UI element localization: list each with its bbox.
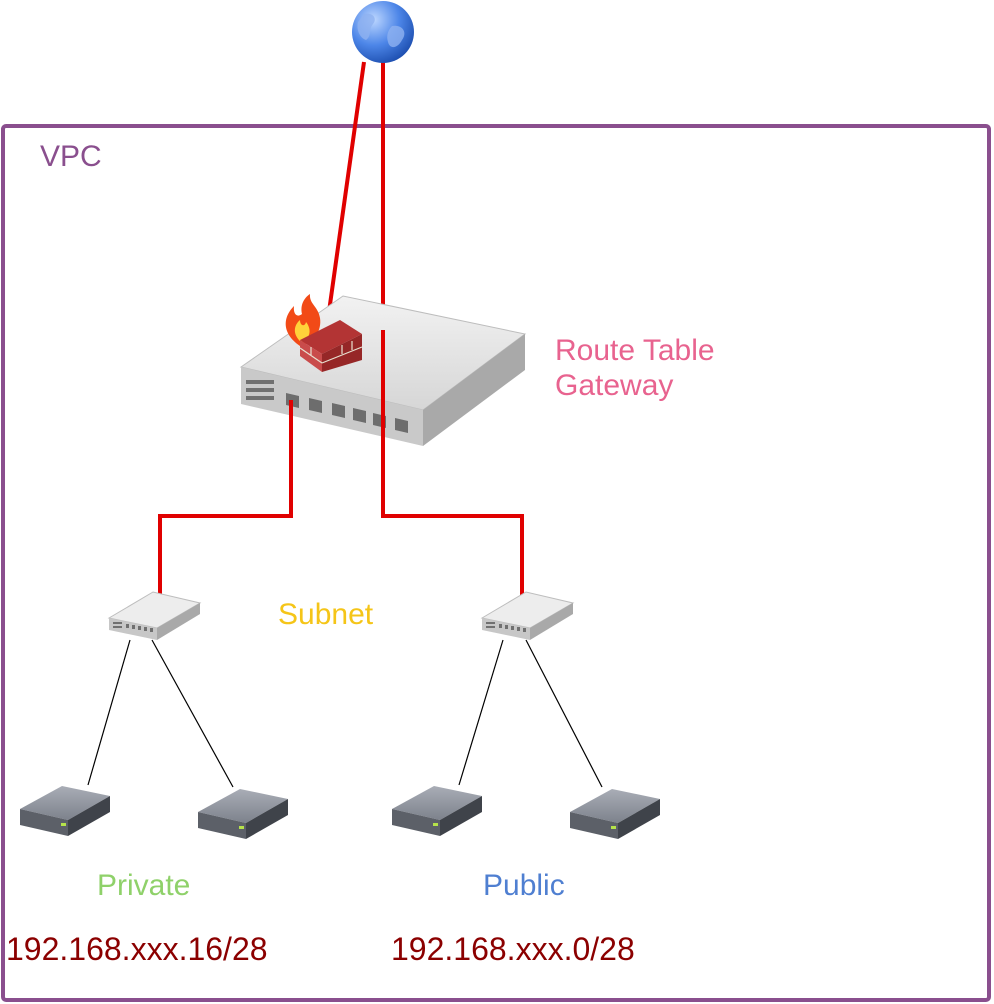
server-icon[interactable] [392,786,482,836]
private-switch-link [158,400,293,595]
internet-links [324,61,385,335]
server-icon[interactable] [20,786,110,836]
switch-icon[interactable] [107,591,202,640]
server-icon[interactable] [570,789,660,839]
public-switch-link [381,428,524,595]
vpc-boundary [1,124,991,1002]
private-cidr: 192.168.xxx.16/28 [6,931,268,967]
public-cidr: 192.168.xxx.0/28 [391,931,635,967]
vpc-label: VPC [40,140,102,173]
gateway-label-line2: Gateway [555,368,674,402]
public-label: Public [483,869,565,902]
internet-firewall-link [324,61,366,334]
globe-icon[interactable] [352,1,414,63]
gateway-label-line1: Route Table [555,334,715,367]
gateway-label: Route Table Gateway [555,334,715,403]
subnet-label: Subnet [278,598,374,631]
private-label: Private [97,869,191,902]
firewall-icon [285,294,363,372]
switch-icon[interactable] [480,591,575,640]
server-icon[interactable] [198,789,288,839]
server-links [87,639,603,788]
